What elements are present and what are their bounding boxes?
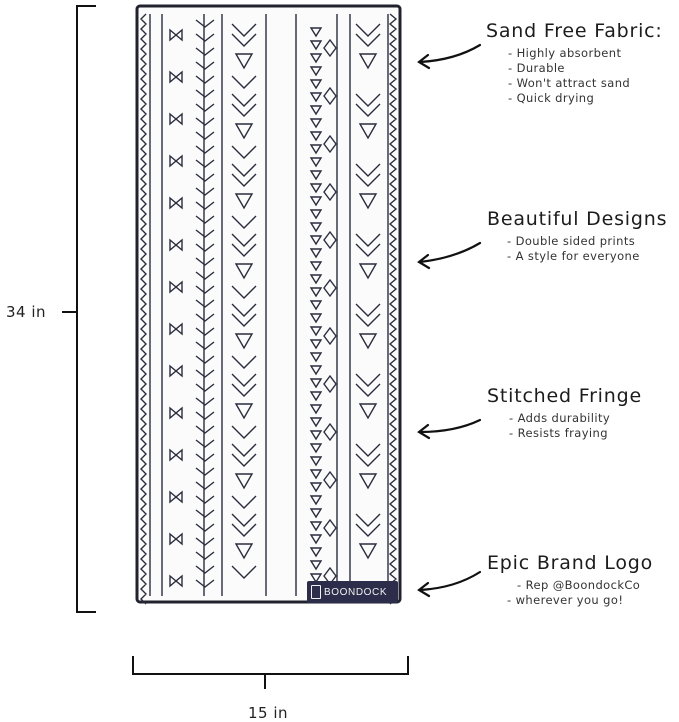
feature-item: A style for everyone bbox=[507, 249, 679, 264]
arrow-fringe bbox=[418, 418, 482, 434]
feature-title: Sand Free Fabric: bbox=[486, 20, 663, 42]
height-bracket bbox=[62, 5, 96, 613]
feature-list: Highly absorbent Durable Won't attract s… bbox=[486, 46, 679, 106]
arrow-logo bbox=[418, 570, 482, 592]
feature-item: wherever you go! bbox=[507, 593, 679, 608]
feature-sand-free: Sand Free Fabric: Highly absorbent Durab… bbox=[486, 20, 679, 106]
feature-list: Rep @BoondockCo wherever you go! bbox=[487, 578, 679, 608]
feature-logo: Epic Brand Logo Rep @BoondockCo wherever… bbox=[487, 552, 679, 608]
towel bbox=[135, 4, 402, 604]
arrow-sand-free bbox=[418, 43, 482, 64]
arrow-sand-free-head bbox=[417, 53, 431, 70]
feature-fringe: Stitched Fringe Adds durability Resists … bbox=[487, 385, 679, 441]
towel-pattern bbox=[140, 13, 398, 605]
feature-title: Beautiful Designs bbox=[487, 208, 668, 230]
width-label: 15 in bbox=[248, 704, 289, 722]
feature-item: Quick drying bbox=[508, 91, 679, 106]
feature-item: Rep @BoondockCo bbox=[517, 578, 679, 593]
feature-item: Adds durability bbox=[509, 411, 679, 426]
feature-item: Won't attract sand bbox=[508, 76, 679, 91]
feature-item: Double sided prints bbox=[507, 234, 679, 249]
feature-title: Stitched Fringe bbox=[487, 385, 642, 407]
feature-item: Durable bbox=[508, 61, 679, 76]
height-label: 34 in bbox=[6, 303, 47, 321]
arrow-logo-head bbox=[417, 581, 431, 598]
brand-tag: BOONDOCK bbox=[307, 581, 398, 603]
feature-item: Resists fraying bbox=[509, 426, 679, 441]
pointer-arrows bbox=[417, 43, 482, 598]
width-bracket bbox=[132, 656, 409, 689]
arrow-designs-head bbox=[417, 253, 431, 270]
feature-list: Adds durability Resists fraying bbox=[487, 411, 679, 441]
feature-list: Double sided prints A style for everyone bbox=[487, 234, 679, 264]
arrow-fringe-head bbox=[417, 423, 431, 440]
brand-tag-text: BOONDOCK bbox=[324, 586, 388, 598]
feature-title: Epic Brand Logo bbox=[487, 552, 654, 574]
feature-item: Highly absorbent bbox=[508, 46, 679, 61]
feature-designs: Beautiful Designs Double sided prints A … bbox=[487, 208, 679, 264]
arrow-designs bbox=[418, 241, 482, 264]
brand-logo-icon bbox=[311, 585, 321, 599]
